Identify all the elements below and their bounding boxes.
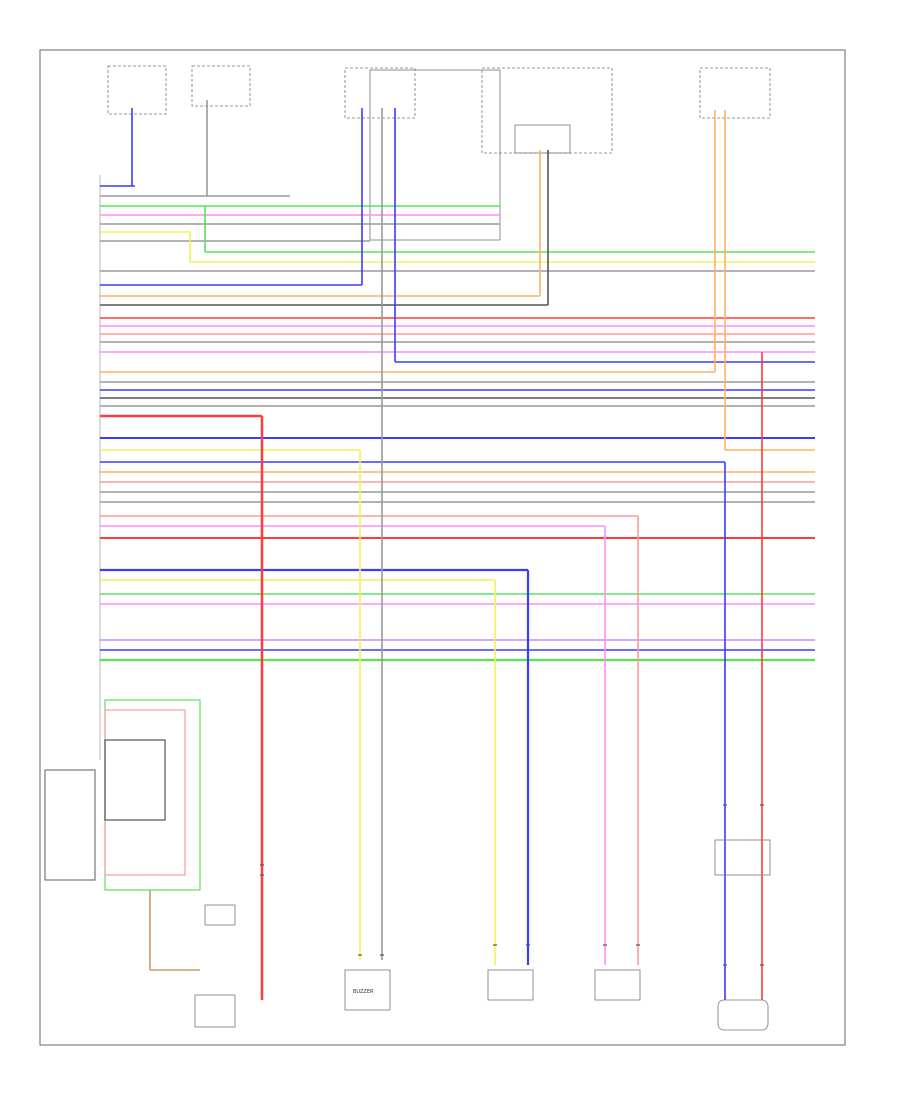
sensor-bottom-4 <box>717 999 769 1031</box>
sensor-bottom-1 <box>194 994 236 1028</box>
component-top-6 <box>699 67 771 119</box>
top-components <box>107 65 771 241</box>
connector-ticks <box>260 804 764 966</box>
connector-right <box>714 839 771 876</box>
component-top-5 <box>514 124 571 154</box>
component-top-7 <box>369 69 501 241</box>
sensor-bottom-2 <box>487 969 534 1001</box>
component-top-4 <box>481 67 613 154</box>
horizontal-wires <box>100 185 815 662</box>
bottom-sensors <box>194 839 771 1031</box>
sensor-buzzer <box>344 969 391 1011</box>
relay-box <box>204 904 236 926</box>
component-top-2 <box>191 65 251 107</box>
component-top-3 <box>344 67 416 119</box>
diagram-frame <box>39 49 846 1046</box>
vertical-wires <box>131 100 815 1000</box>
control-module-lower-left <box>44 769 96 881</box>
component-top-1 <box>107 65 167 115</box>
buzzer-label: BUZZER <box>353 989 374 995</box>
sensor-bottom-3 <box>594 969 641 1001</box>
lower-left-module <box>44 699 201 891</box>
